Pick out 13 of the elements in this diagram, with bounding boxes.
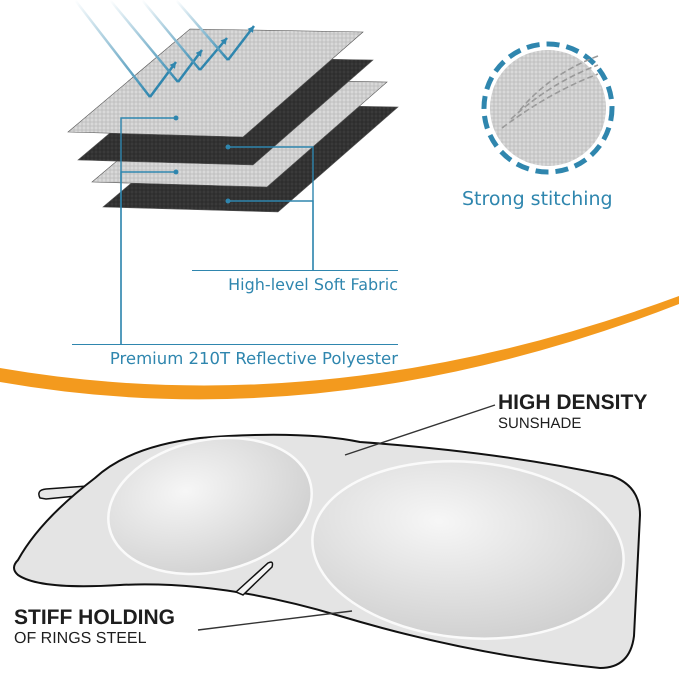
leader-line <box>120 170 178 344</box>
leader-line <box>198 610 352 631</box>
sunshade-drawing <box>13 434 641 669</box>
callout-heading: HIGH DENSITY <box>498 391 648 415</box>
layer-callout-label: Premium 210T Reflective Polyester <box>72 344 398 368</box>
leader-line <box>344 404 496 456</box>
detail-caption: Strong stitching <box>462 188 613 210</box>
callout-subtext: OF RINGS STEEL <box>14 630 148 648</box>
leader-line <box>226 198 314 270</box>
callout-subtext: SUNSHADE <box>498 415 582 432</box>
callout-heading: STIFF HOLDING <box>14 606 176 630</box>
fabric-layer <box>67 28 364 138</box>
layer-callout-label: High-level Soft Fabric <box>192 270 398 294</box>
